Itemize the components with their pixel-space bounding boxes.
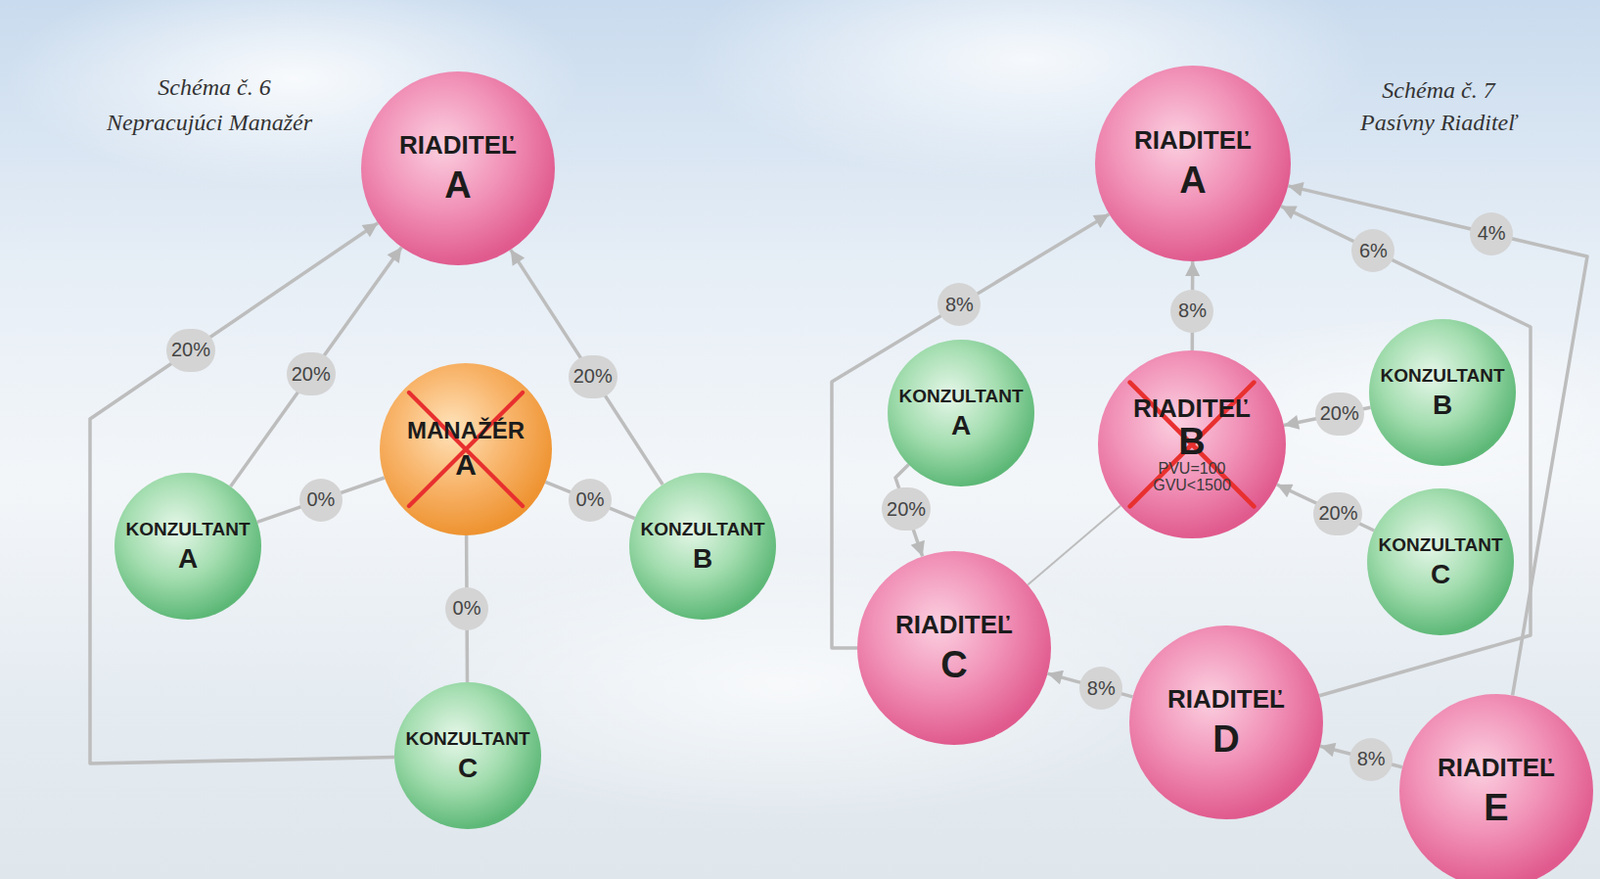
edge-label: 8% (1349, 737, 1393, 781)
node-text-stack: RIADITEĽ D (1167, 685, 1285, 760)
consultant-circle: KONZULTANT C (394, 682, 542, 829)
consultant-circle: KONZULTANT A (114, 472, 262, 620)
circle-fill (379, 363, 552, 536)
edge-label: 8% (1170, 289, 1214, 333)
cross-mark (409, 392, 523, 506)
role-name: RIADITEĽ (1133, 394, 1251, 423)
cross-mark (409, 392, 523, 506)
connector (1287, 185, 1588, 696)
node-text-stack: KONZULTANT C (1378, 535, 1504, 589)
node-text-stack: MANAŽÉR A (407, 417, 525, 481)
role-name: KONZULTANT (1380, 365, 1506, 387)
node-letter: A (455, 449, 477, 481)
cross-mark (1130, 382, 1255, 507)
connector (257, 477, 385, 522)
node-note: GVU<1500 (1152, 477, 1232, 495)
node-text-stack: KONZULTANT B (1380, 365, 1506, 419)
edge-label: 20% (166, 328, 216, 372)
role-name: KONZULTANT (126, 519, 251, 541)
edge-label: 0% (568, 478, 612, 522)
node-letter: A (444, 166, 471, 206)
role-name: RIADITEĽ (1134, 126, 1252, 155)
circle-fill (1369, 319, 1516, 466)
scheme-caption: Schéma č. 7 (1381, 77, 1495, 104)
consultant-circle: KONZULTANT B (629, 472, 777, 620)
scheme-caption: Schéma č. 6 (157, 74, 271, 101)
node-text-stack: RIADITEĽ E (1437, 753, 1555, 828)
scheme-caption: Nepracujúci Manažér (106, 109, 313, 137)
director-circle: RIADITEĽ D (1129, 625, 1324, 820)
role-name: RIADITEĽ (399, 131, 517, 160)
edge-label: 20% (1315, 392, 1365, 436)
edge-label: 20% (568, 355, 618, 399)
circle-fill (361, 71, 555, 266)
node-text-stack: KONZULTANT A (126, 519, 251, 573)
edge-label: 8% (1079, 666, 1123, 710)
consultant-circle: KONZULTANT C (1367, 488, 1514, 636)
director-circle: RIADITEĽ A (1095, 65, 1291, 262)
node-letter: C (940, 645, 967, 686)
node-text-stack: RIADITEĽBPVU=100GVU<1500 (1133, 394, 1251, 495)
connector (1280, 206, 1531, 696)
consultant-circle: KONZULTANT A (887, 339, 1035, 487)
director-circle: RIADITEĽ E (1399, 693, 1594, 879)
circle-shape (1399, 693, 1594, 879)
node-text-stack: RIADITEĽ C (895, 610, 1013, 686)
connector (1027, 504, 1121, 585)
circle-fill (857, 550, 1052, 745)
role-name: RIADITEĽ (1167, 685, 1285, 714)
circle-fill (1129, 625, 1324, 820)
role-name: KONZULTANT (1378, 535, 1504, 556)
director-circle: RIADITEĽBPVU=100GVU<1500 (1097, 350, 1286, 539)
node-letter: C (457, 753, 478, 782)
node-text-stack: RIADITEĽ A (1134, 126, 1252, 201)
connector (230, 247, 403, 488)
role-name: KONZULTANT (406, 729, 531, 750)
node-letter: D (1212, 720, 1239, 760)
connector (90, 223, 395, 764)
node-letter: B (1178, 422, 1205, 462)
circle-fill (114, 472, 262, 620)
node-text-stack: RIADITEĽ A (399, 131, 517, 206)
role-name: KONZULTANT (640, 519, 766, 541)
node-letter: B (692, 544, 713, 573)
node-letter: A (951, 411, 971, 440)
node-letter: A (1179, 161, 1206, 201)
circle-fill (1097, 350, 1286, 539)
circle-fill (1367, 488, 1514, 636)
director-circle: RIADITEĽ C (857, 550, 1052, 745)
node-text-stack: KONZULTANT A (899, 386, 1024, 440)
node-letter: B (1432, 390, 1453, 419)
edge-label: 0% (445, 587, 489, 631)
node-letter: A (178, 544, 198, 573)
role-name: RIADITEĽ (1437, 753, 1555, 782)
circle-fill (1095, 65, 1291, 262)
edge-label: 8% (937, 282, 981, 326)
cross-mark (1130, 382, 1255, 507)
role-name: MANAŽÉR (407, 417, 525, 444)
circle-fill (887, 339, 1035, 487)
scheme-caption: Pasívny Riaditeľ (1360, 109, 1517, 137)
edge-label: 6% (1351, 228, 1395, 273)
role-name: RIADITEĽ (895, 610, 1013, 640)
manager-circle: MANAŽÉR A (379, 363, 552, 536)
node-letter: C (1430, 559, 1451, 589)
circle-fill (394, 682, 542, 829)
node-letter: E (1483, 788, 1509, 828)
circle-fill (629, 472, 777, 620)
consultant-circle: KONZULTANT B (1369, 319, 1516, 466)
edge-label: 4% (1469, 212, 1513, 256)
node-text-stack: KONZULTANT C (406, 729, 531, 782)
edge-label: 20% (286, 352, 336, 396)
edge-label: 0% (299, 478, 343, 522)
edge-label: 20% (1313, 492, 1363, 536)
circle-fill (1399, 693, 1594, 879)
role-name: KONZULTANT (899, 386, 1024, 408)
node-note: PVU=100 (1158, 460, 1227, 478)
edge-label: 20% (881, 487, 931, 531)
director-circle: RIADITEĽ A (361, 71, 555, 266)
node-text-stack: KONZULTANT B (640, 519, 766, 573)
